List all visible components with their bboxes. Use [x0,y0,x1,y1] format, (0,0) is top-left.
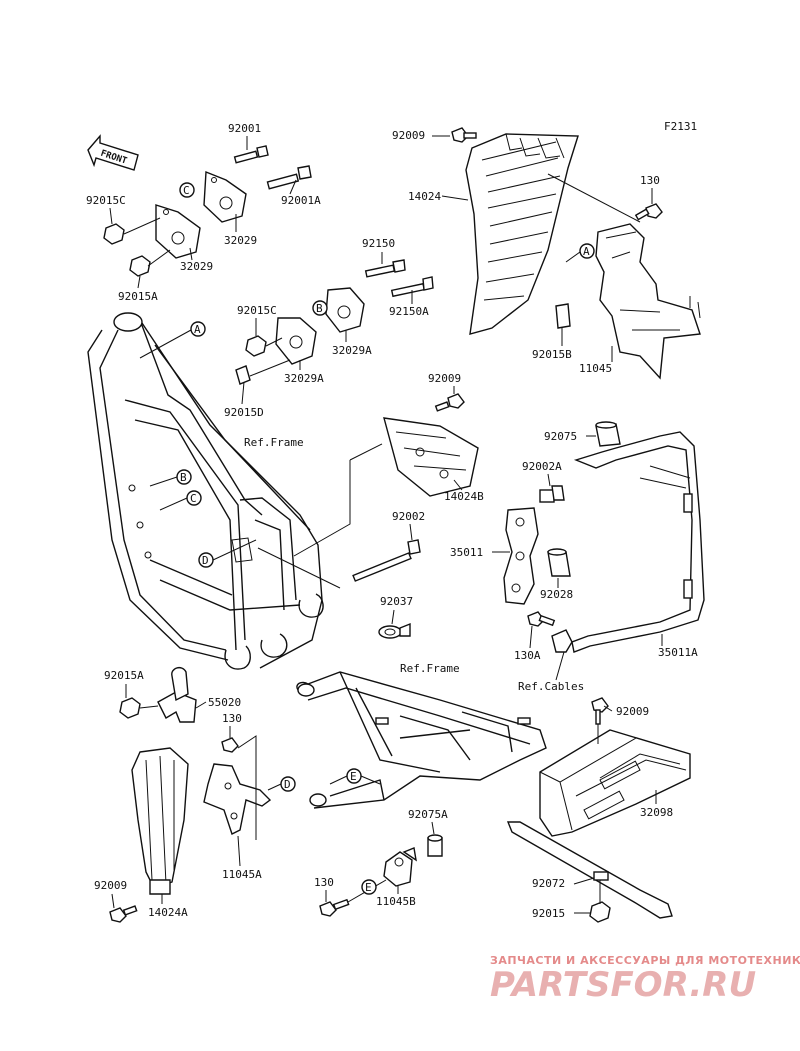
collar-92075A [427,834,443,857]
callout-letter: E [350,770,357,783]
part-number: 130 [314,876,334,889]
bolt-130-mid [221,737,239,753]
bolt-92009-low [109,905,138,923]
part-number: 11045A [222,868,262,881]
part-number: 32029 [224,234,257,247]
part-number: 130A [514,649,541,662]
part-number: 35011A [658,646,698,659]
callout-letter: A [583,245,590,258]
engine-mount-bracket-32029A [275,287,365,365]
battery-strap-92072 [506,821,673,919]
part-number: 92009 [616,705,649,718]
callout-letter: D [284,778,291,791]
guard-14024A [131,747,189,895]
part-number: 14024A [148,906,188,919]
part-number: 92015C [237,304,277,317]
part-number: 35011 [450,546,483,559]
watermark-tagline: ЗАПЧАСТИ И АКСЕССУАРЫ ДЛЯ МОТОТЕХНИКИ [490,954,800,967]
bolt-92009-top [451,127,477,143]
reference-label: Ref.Cables [518,680,584,693]
part-number: 130 [640,174,660,187]
part-number: 92009 [94,879,127,892]
sub-frame [296,671,547,809]
part-number: 92002A [522,460,562,473]
part-number: 92015A [118,290,158,303]
nut-icon [103,223,151,277]
callout-letter: A [194,323,201,336]
part-number: 55020 [208,696,241,709]
callout-letter: B [180,471,187,484]
callout-letter: B [316,302,323,315]
battery-case-32098 [539,729,691,837]
clamp-92037 [378,622,411,639]
bolt-130-low [319,898,350,917]
reference-label: Ref.Frame [400,662,460,675]
radiator-shroud-14024 [465,133,579,335]
part-number: 92015D [224,406,264,419]
part-number: 11045 [579,362,612,375]
figure-code: F2131 [664,120,697,133]
collar-92075 [595,421,621,447]
grommet-92015B [555,303,571,329]
part-number: 14024 [408,190,441,203]
part-number: 92075A [408,808,448,821]
part-number: 92002 [392,510,425,523]
part-number: 92015B [532,348,572,361]
part-number: 32029 [180,260,213,273]
part-number: 92037 [380,595,413,608]
part-number: 11045B [376,895,416,908]
bolt-92150 [364,259,434,298]
bolt-92002A [539,485,565,503]
engine-mount-bracket-32029 [155,170,247,259]
part-number: 92015A [104,669,144,682]
part-number: 92028 [540,588,573,601]
part-number: 130 [222,712,242,725]
watermark-logo: PARTSFOR.RU [490,965,756,1005]
front-arrow-icon: FRONT [87,134,139,171]
collar-92028 [547,548,571,577]
part-number: 92001A [281,194,321,207]
part-number: 92075 [544,430,577,443]
bolt-92002 [352,539,421,582]
plate-55020 [157,666,197,723]
part-number: 92001 [228,122,261,135]
foot-peg-bracket-35011 [503,507,539,605]
nut-icon [235,335,267,385]
part-number: 32029A [332,344,372,357]
bolt-92009-right [591,697,609,725]
nut-92015 [589,901,611,923]
callout-letter: C [183,184,190,197]
guard-35011A [551,431,705,653]
callout-marker: C B A B C D A D E E [176,182,595,895]
callout-letter: C [190,492,197,505]
part-number: 92015C [86,194,126,207]
bracket-11045A [203,763,272,835]
part-number: 14024B [444,490,484,503]
bracket-11045 [595,223,701,380]
reference-label: Ref.Frame [244,436,304,449]
bolt-92001 [233,145,312,190]
part-number: 32029A [284,372,324,385]
callout-letter: E [365,881,372,894]
bolt-130-top [634,203,663,221]
part-number: 92009 [428,372,461,385]
part-number: 92015 [532,907,565,920]
nut-icon [119,697,141,719]
part-labels: 92001 92001A 92015C 32029 32029 92015A 9… [86,122,698,920]
bolt-130A [527,611,556,627]
part-number: 92072 [532,877,565,890]
part-number: 92150A [389,305,429,318]
main-frame [87,312,324,670]
part-number: 92009 [392,129,425,142]
bracket-11045B [383,847,417,887]
callout-letter: D [202,554,209,567]
part-number: 32098 [640,806,673,819]
part-number: 92150 [362,237,395,250]
guard-14024B [383,417,479,497]
bolt-92009-mid [434,393,465,412]
